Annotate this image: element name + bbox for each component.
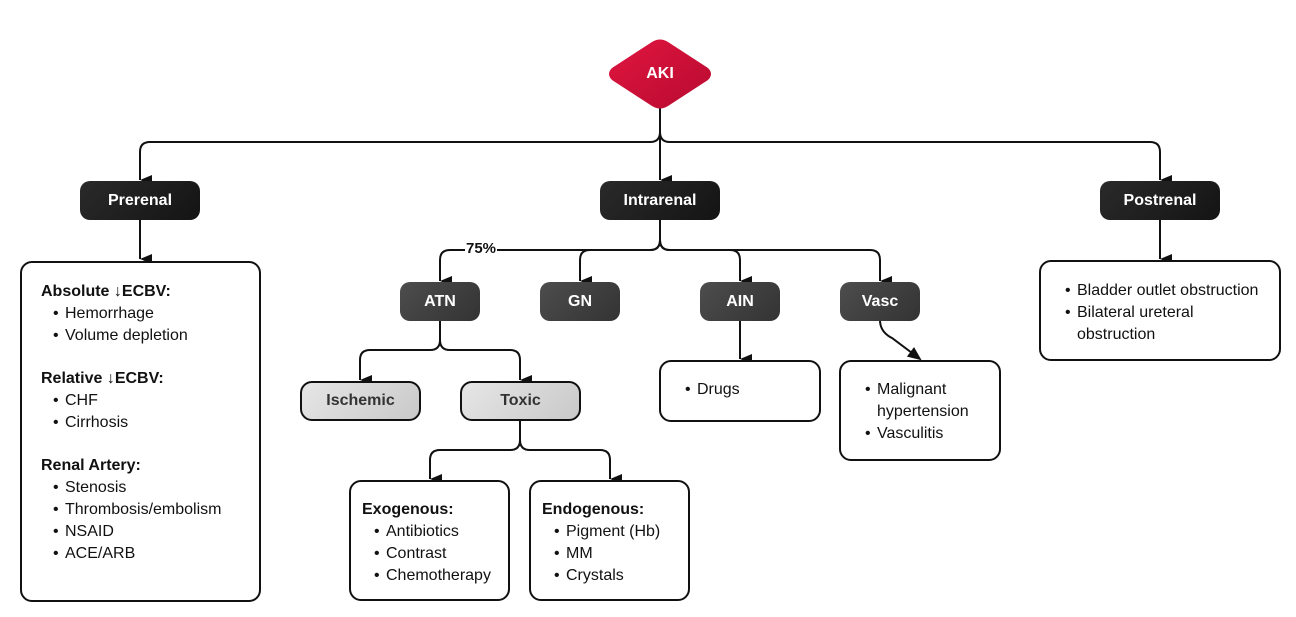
list-item: Chemotherapy	[368, 565, 496, 587]
list-item: Bilateral ureteral obstruction	[1059, 302, 1273, 346]
aki-label: AKI	[646, 65, 674, 82]
endogenous-heading: Endogenous:	[542, 501, 645, 518]
list-item: ACE/ARB	[47, 543, 247, 565]
ain-node: AIN	[700, 282, 780, 321]
section-heading: Relative ↓ECBV:	[41, 370, 164, 387]
absolute-ecbv-list: Hemorrhage Volume depletion	[41, 303, 247, 347]
section-heading: Absolute ↓ECBV:	[41, 283, 171, 300]
gn-node: GN	[540, 282, 620, 321]
postrenal-node: Postrenal	[1100, 181, 1220, 220]
exogenous-heading: Exogenous:	[362, 501, 454, 518]
ischemic-node: Ischemic	[300, 381, 421, 421]
list-item: CHF	[47, 390, 247, 412]
diamond-shape	[609, 39, 711, 109]
list-item: Thrombosis/embolism	[47, 499, 247, 521]
atn-percentage-label: 75%	[465, 240, 498, 257]
toxic-node: Toxic	[460, 381, 581, 421]
exogenous-box: Exogenous: Antibiotics Contrast Chemothe…	[349, 480, 510, 601]
atn-node: ATN	[400, 282, 480, 321]
edge-intrarenal-vasc	[659, 219, 892, 286]
edge-atn-toxic	[439, 320, 532, 385]
list-item: MM	[548, 543, 676, 565]
vasc-node: Vasc	[840, 282, 920, 321]
edge-vasc-box	[879, 319, 922, 361]
list-item: Crystals	[548, 565, 676, 587]
edge-aki-prerenal	[139, 108, 661, 185]
edge-atn-ischemic	[359, 320, 441, 385]
postrenal-list: Bladder outlet obstruction Bilateral ure…	[1053, 280, 1273, 346]
ain-causes-box: Drugs	[659, 360, 821, 422]
aki-node: AKI	[606, 38, 714, 110]
exogenous-list: Antibiotics Contrast Chemotherapy	[362, 521, 496, 587]
edge-intrarenal-gn	[579, 219, 661, 286]
prerenal-causes-box: Absolute ↓ECBV: Hemorrhage Volume deplet…	[20, 261, 261, 602]
relative-ecbv-list: CHF Cirrhosis	[41, 390, 247, 434]
list-item: Contrast	[368, 543, 496, 565]
list-item: Stenosis	[47, 477, 247, 499]
list-item: Bladder outlet obstruction	[1059, 280, 1273, 302]
list-item: Volume depletion	[47, 325, 247, 347]
edge-toxic-endogenous	[519, 420, 622, 484]
section-heading: Renal Artery:	[41, 457, 141, 474]
edge-toxic-exogenous	[429, 420, 521, 484]
list-item: Antibiotics	[368, 521, 496, 543]
renal-artery-list: Stenosis Thrombosis/embolism NSAID ACE/A…	[41, 477, 247, 565]
list-item: Drugs	[679, 379, 807, 401]
intrarenal-node: Intrarenal	[600, 181, 720, 220]
vasc-list: Malignant hypertension Vasculitis	[853, 379, 991, 445]
endogenous-list: Pigment (Hb) MM Crystals	[542, 521, 676, 587]
list-item: Pigment (Hb)	[548, 521, 676, 543]
ain-list: Drugs	[673, 379, 807, 401]
list-item: Cirrhosis	[47, 412, 247, 434]
postrenal-causes-box: Bladder outlet obstruction Bilateral ure…	[1039, 260, 1281, 361]
list-item: NSAID	[47, 521, 247, 543]
endogenous-box: Endogenous: Pigment (Hb) MM Crystals	[529, 480, 690, 601]
list-item: Hemorrhage	[47, 303, 247, 325]
list-item: Malignant hypertension	[859, 379, 991, 423]
edge-aki-postrenal	[659, 108, 1172, 185]
prerenal-node: Prerenal	[80, 181, 200, 220]
vasc-causes-box: Malignant hypertension Vasculitis	[839, 360, 1001, 461]
list-item: Vasculitis	[859, 423, 991, 445]
